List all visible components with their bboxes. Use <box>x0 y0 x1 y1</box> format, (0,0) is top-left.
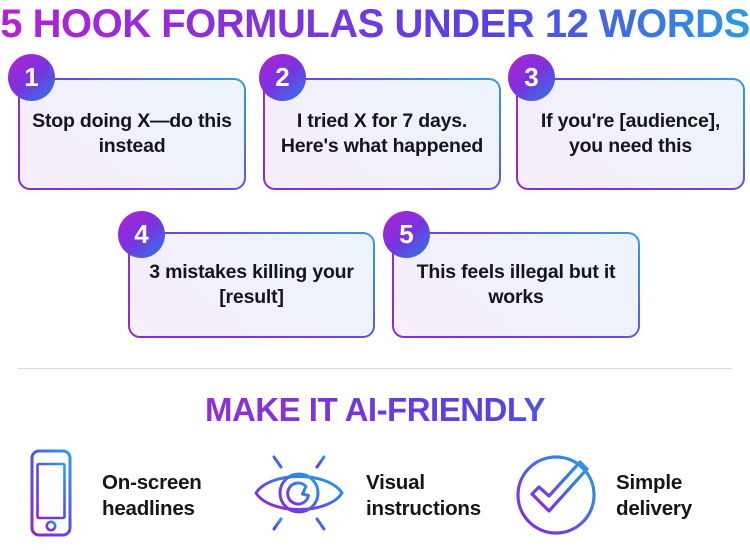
section-title: MAKE IT AI-FRIENDLY <box>0 390 750 430</box>
hook-card-2-text: I tried X for 7 days. Here's what happen… <box>280 110 484 157</box>
hook-badge-1-number: 1 <box>24 61 39 92</box>
hook-badge-2-number: 2 <box>275 61 290 92</box>
hook-card-2[interactable]: I tried X for 7 days. Here's what happen… <box>263 78 501 190</box>
hook-card-1-text: Stop doing X—do this instead <box>32 110 232 157</box>
section-divider <box>18 368 732 369</box>
hook-card-1-body: Stop doing X—do this instead <box>20 80 244 188</box>
hook-card-3[interactable]: If you're [audience], you need this <box>516 78 745 190</box>
hook-badge-1: 1 <box>8 54 55 101</box>
hook-card-2-body: I tried X for 7 days. Here's what happen… <box>265 80 499 188</box>
page-title: 5 HOOK FORMULAS UNDER 12 WORDS <box>0 2 750 46</box>
feature-visual-instructions-label: Visual instructions <box>366 470 481 520</box>
hook-badge-2: 2 <box>259 54 306 101</box>
feature-row: On-screen headlines Visual instructions <box>0 443 750 548</box>
hook-card-3-body: If you're [audience], you need this <box>518 80 743 188</box>
hook-card-3-text: If you're [audience], you need this <box>540 110 721 157</box>
hook-card-4[interactable]: 3 mistakes killing your [result] <box>128 232 375 338</box>
hook-badge-5: 5 <box>383 211 430 258</box>
feature-simple-delivery: Simple delivery <box>510 443 750 548</box>
hook-card-1[interactable]: Stop doing X—do this instead <box>18 78 246 190</box>
smartphone-icon <box>20 447 82 544</box>
feature-visual-instructions: Visual instructions <box>250 443 510 548</box>
hook-badge-5-number: 5 <box>399 218 414 249</box>
hook-card-5-text: This feels illegal but it works <box>416 261 616 308</box>
hook-card-5-body: This feels illegal but it works <box>394 234 638 336</box>
feature-simple-delivery-label: Simple delivery <box>616 470 692 520</box>
hook-card-5[interactable]: This feels illegal but it works <box>392 232 640 338</box>
eye-icon <box>250 445 348 546</box>
hook-badge-4: 4 <box>118 211 165 258</box>
hook-card-4-text: 3 mistakes killing your [result] <box>149 261 354 308</box>
hook-card-4-body: 3 mistakes killing your [result] <box>130 234 373 336</box>
hook-badge-3: 3 <box>508 54 555 101</box>
check-circle-icon <box>510 447 602 544</box>
feature-on-screen-headlines-label: On-screen headlines <box>102 470 202 520</box>
hook-badge-3-number: 3 <box>524 61 539 92</box>
hook-badge-4-number: 4 <box>134 218 149 249</box>
feature-on-screen-headlines: On-screen headlines <box>0 443 250 548</box>
